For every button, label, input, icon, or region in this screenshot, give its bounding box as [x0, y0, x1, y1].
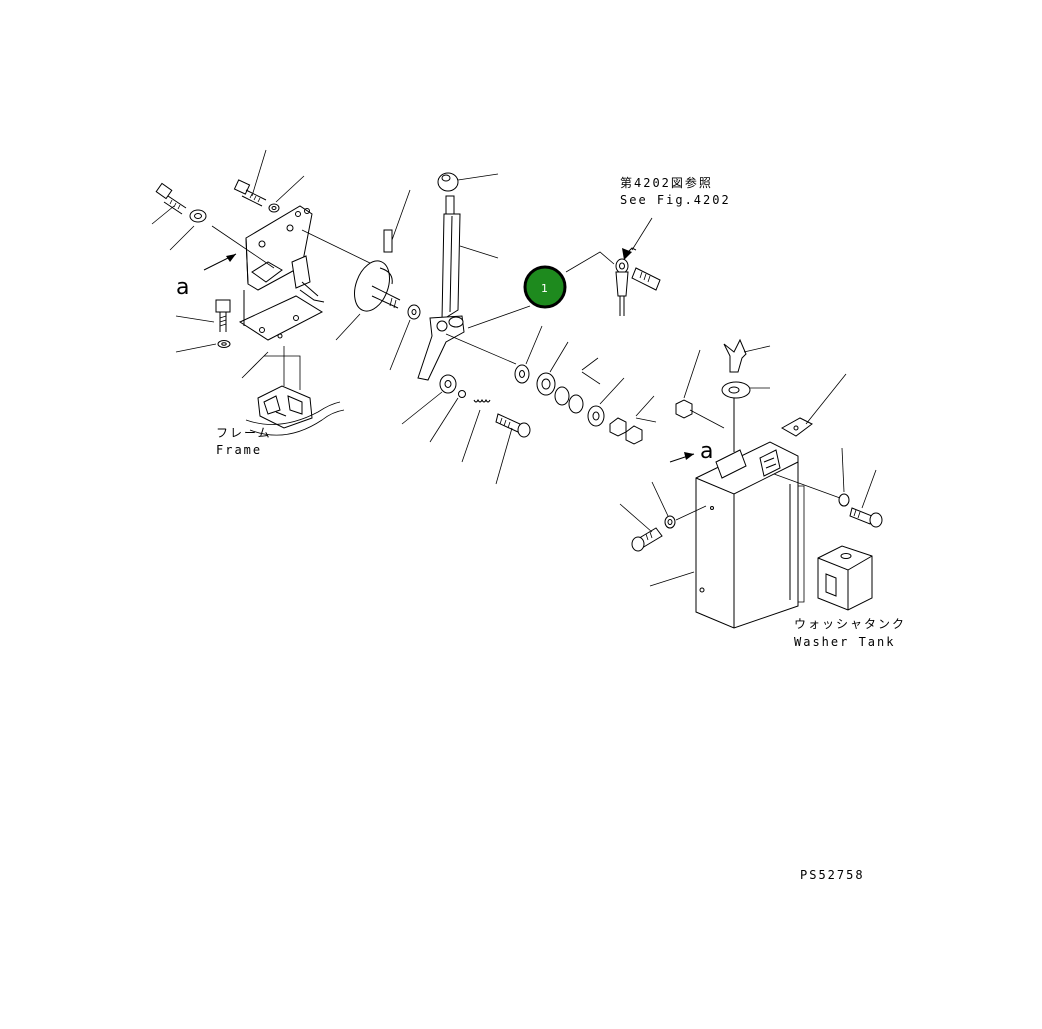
clamp-icon	[721, 381, 770, 399]
bolt-icon	[631, 267, 661, 291]
switch-disc-assembly	[335, 189, 421, 371]
bolt-icon	[155, 182, 187, 215]
nut-icon	[675, 349, 701, 419]
hardware-row	[401, 325, 657, 485]
washer-tank-assembly	[619, 338, 883, 629]
washer-tank-label-en: Washer Tank	[794, 635, 895, 649]
wing-bolt-icon	[723, 338, 771, 373]
reference-joint	[565, 217, 661, 316]
view-label-a-right: a	[700, 439, 713, 464]
spring-washer-icon	[554, 386, 584, 414]
reference-label-jp: 第4202図参照	[620, 175, 713, 190]
nut-icon	[609, 417, 643, 445]
view-label-a-left: a	[176, 275, 189, 300]
bushing-icon	[439, 374, 457, 394]
bolt-icon	[631, 527, 663, 552]
part-marker-label: 1	[541, 282, 548, 295]
bolt-icon	[233, 179, 267, 207]
washer-tank-sketch	[798, 485, 873, 611]
frame-sketch	[245, 346, 345, 436]
reference-label-en: See Fig.4202	[620, 193, 731, 207]
nut-icon	[189, 209, 207, 223]
washer-icon	[587, 405, 605, 427]
washer-tank-label-jp: ウォッシャタンク	[794, 617, 906, 631]
washer-icon	[407, 304, 421, 320]
spring-icon	[473, 398, 491, 403]
washer-icon	[664, 515, 676, 529]
lever-assembly	[417, 172, 531, 381]
drawing-number: PS52758	[800, 868, 865, 882]
frame-label-jp: フレーム	[216, 426, 272, 440]
washer-icon	[514, 364, 530, 384]
frame-label-en: Frame	[216, 443, 262, 457]
washer-icon	[217, 340, 231, 348]
upper-bracket-assembly	[151, 149, 373, 379]
washer-icon	[838, 493, 850, 507]
bolt-icon	[495, 413, 531, 438]
washer-icon	[268, 203, 280, 213]
bolt-icon	[215, 299, 231, 332]
bolt-icon	[849, 507, 883, 528]
bushing-icon	[536, 372, 556, 396]
part-marker-1[interactable]: 1	[523, 265, 567, 309]
